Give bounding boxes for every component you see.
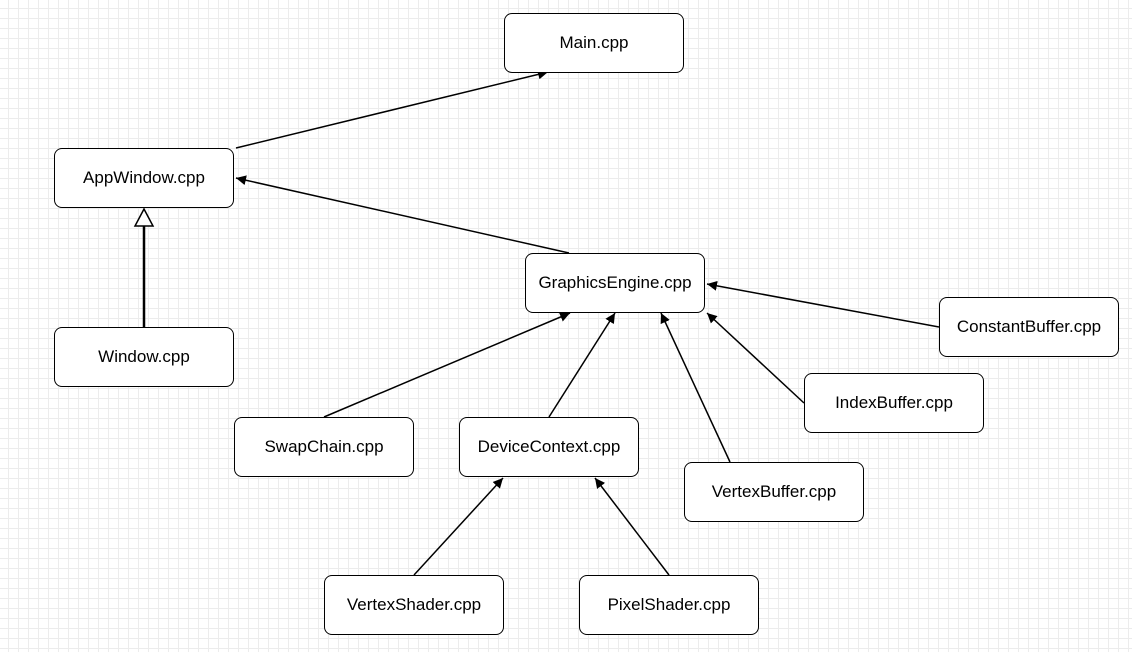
edge-swapchain-graphicsengine <box>323 312 571 418</box>
node-graphicsengine-cpp[interactable]: GraphicsEngine.cpp <box>525 253 705 313</box>
edge-vertexbuffer-graphicsengine <box>660 312 731 463</box>
node-swapchain-cpp[interactable]: SwapChain.cpp <box>234 417 414 477</box>
edge-devicecontext-graphicsengine <box>548 312 616 418</box>
node-pixelshader-cpp[interactable]: PixelShader.cpp <box>579 575 759 635</box>
node-window-cpp[interactable]: Window.cpp <box>54 327 234 387</box>
node-main-cpp[interactable]: Main.cpp <box>504 13 684 73</box>
node-constantbuffer-cpp[interactable]: ConstantBuffer.cpp <box>939 297 1119 357</box>
inheritance-arrowhead-icon <box>133 207 155 227</box>
edge-pixelshader-devicecontext <box>594 477 670 576</box>
edge-indexbuffer-graphicsengine <box>706 312 805 404</box>
node-vertexshader-cpp[interactable]: VertexShader.cpp <box>324 575 504 635</box>
node-devicecontext-cpp[interactable]: DeviceContext.cpp <box>459 417 639 477</box>
edge-constantbuffer-graphicsengine <box>706 280 940 328</box>
edge-appwindow-main <box>235 69 549 149</box>
node-indexbuffer-cpp[interactable]: IndexBuffer.cpp <box>804 373 984 433</box>
edge-graphicsengine-appwindow <box>235 175 570 254</box>
node-appwindow-cpp[interactable]: AppWindow.cpp <box>54 148 234 208</box>
edge-vertexshader-devicecontext <box>413 477 504 576</box>
node-vertexbuffer-cpp[interactable]: VertexBuffer.cpp <box>684 462 864 522</box>
